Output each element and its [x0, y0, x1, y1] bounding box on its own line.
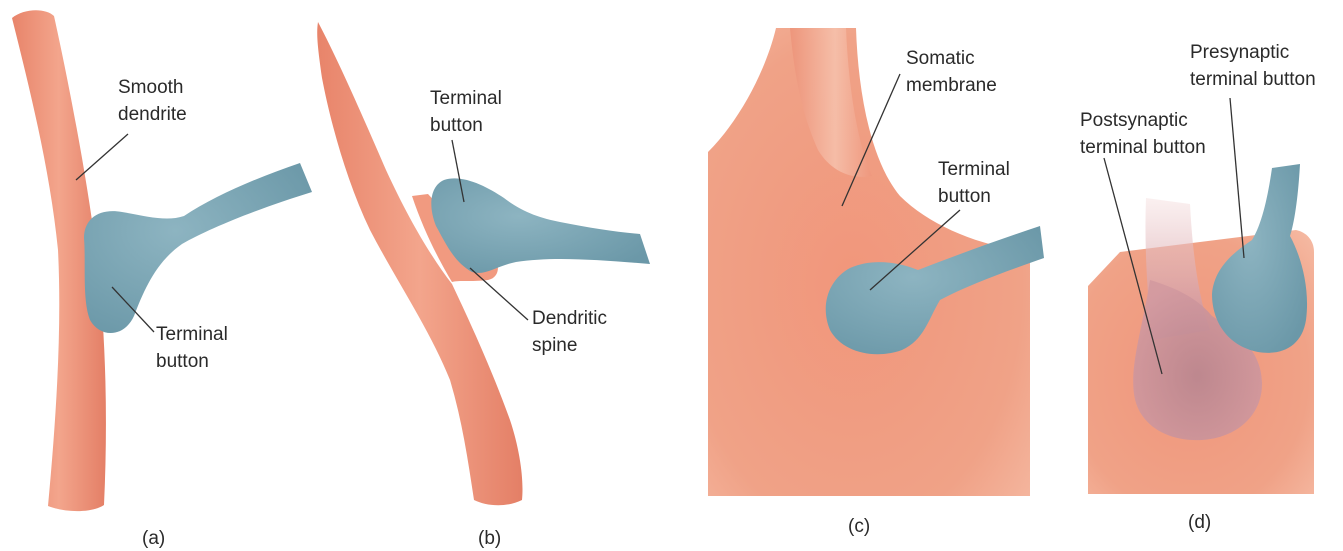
caption-d: (d)	[1188, 512, 1211, 533]
label-terminal-button-b: Terminal button	[430, 88, 507, 136]
caption-a: (a)	[142, 528, 165, 549]
caption-b: (b)	[478, 528, 501, 549]
leader-smooth-dendrite	[76, 134, 128, 180]
leader-presynaptic	[1230, 98, 1244, 258]
label-terminal-button-a: Terminal button	[156, 324, 233, 372]
label-dendritic-spine: Dendritic spine	[532, 308, 612, 356]
leader-dendritic-spine	[470, 268, 528, 320]
label-presynaptic-terminal-button: Presynaptic terminal button	[1190, 42, 1316, 90]
panel-a: Smooth dendrite Terminal button (a)	[12, 10, 312, 549]
panel-d: Presynaptic terminal button Postsynaptic…	[1080, 42, 1316, 533]
panel-c: Somatic membrane Terminal button (c)	[708, 28, 1044, 537]
panel-b: Terminal button Dendritic spine (b)	[317, 22, 650, 549]
label-smooth-dendrite: Smooth dendrite	[118, 77, 189, 125]
caption-c: (c)	[848, 516, 870, 537]
label-somatic-membrane: Somatic membrane	[906, 48, 997, 96]
terminal-button-a-shape	[84, 163, 312, 333]
label-postsynaptic-terminal-button: Postsynaptic terminal button	[1080, 110, 1206, 158]
terminal-button-b-shape	[431, 178, 650, 273]
label-terminal-button-c: Terminal button	[938, 159, 1015, 207]
